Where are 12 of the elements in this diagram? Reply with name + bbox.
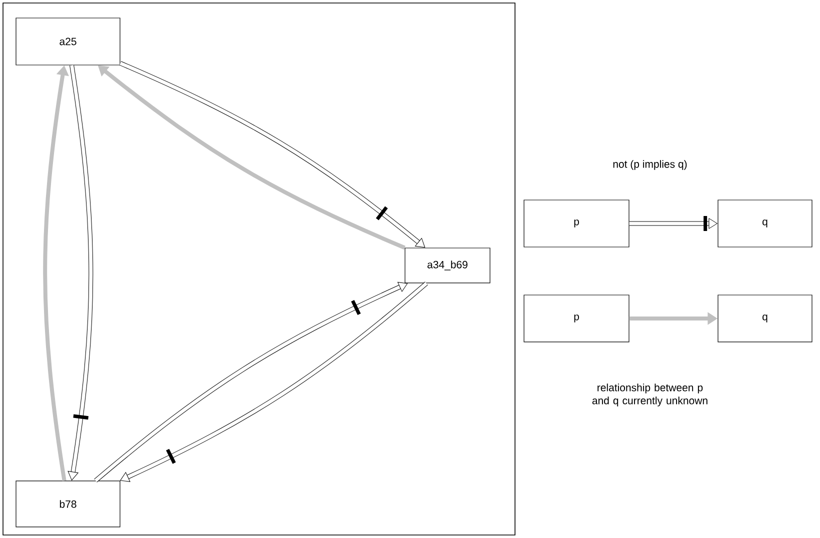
node-box: p (524, 294, 630, 342)
node-box: a25 (16, 18, 120, 66)
caption-text: not (p implies q) (613, 160, 687, 170)
arrow (629, 216, 718, 231)
node-box: p (524, 200, 630, 248)
caption-text: relationship between p and q currently unknown (592, 384, 708, 406)
node-box: b78 (16, 480, 120, 528)
arrow (68, 64, 94, 480)
node-box: a34_b69 (404, 248, 490, 284)
node-box: q (718, 200, 812, 248)
node-box: q (718, 294, 812, 342)
arrow (119, 61, 426, 248)
